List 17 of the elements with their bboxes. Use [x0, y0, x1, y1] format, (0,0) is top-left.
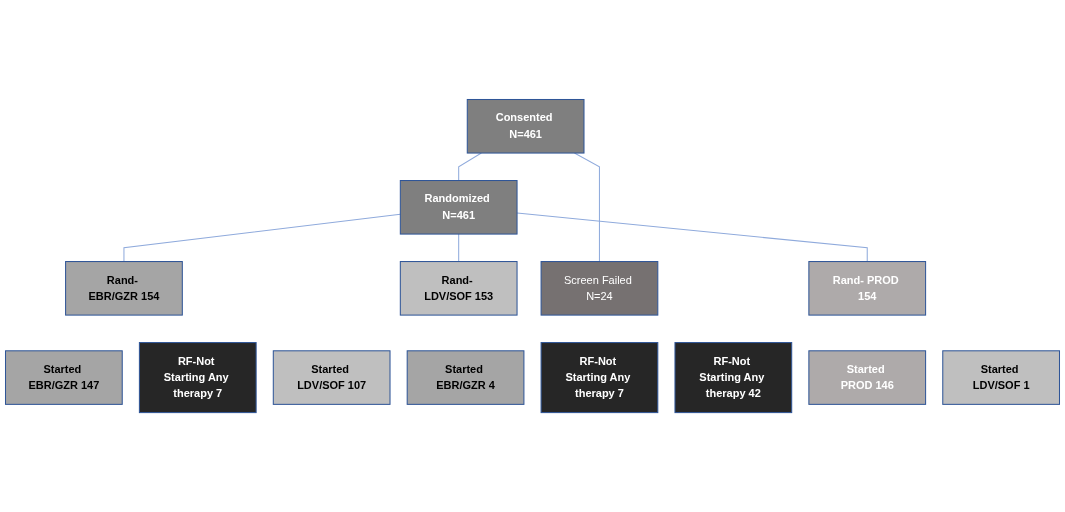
connector — [123, 213, 401, 262]
node-box: RF-Not Starting Any therapy 7 — [540, 342, 659, 414]
node-box: Started EBR/GZR 147 — [5, 350, 123, 405]
node-box: Consented N=461 — [466, 98, 585, 154]
node-box: Randomized N=461 — [399, 179, 518, 235]
node-box: Started PROD 146 — [808, 350, 927, 405]
node-box: RF-Not Starting Any therapy 42 — [674, 342, 793, 414]
node-box: RF-Not Starting Any therapy 7 — [138, 342, 257, 414]
node-box: Rand- EBR/GZR 154 — [65, 260, 183, 316]
node-box: Screen Failed N=24 — [540, 260, 659, 316]
node-box: Rand- LDV/SOF 153 — [399, 260, 518, 316]
connector — [458, 233, 460, 262]
connector — [458, 152, 482, 181]
node-box: Started EBR/GZR 4 — [406, 350, 525, 405]
node-box: Started LDV/SOF 1 — [942, 350, 1060, 405]
node-box: Started LDV/SOF 107 — [272, 350, 391, 405]
node-box: Rand- PROD 154 — [808, 260, 927, 316]
